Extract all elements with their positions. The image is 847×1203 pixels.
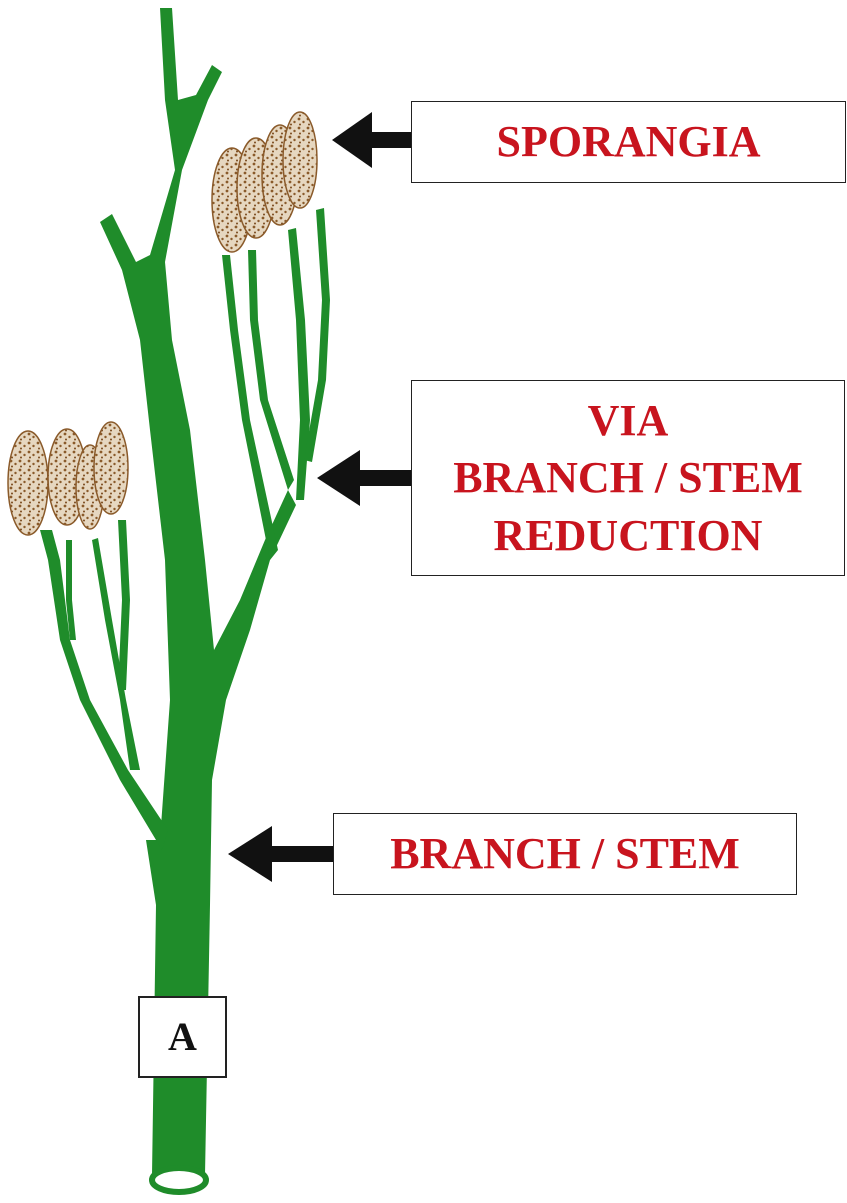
- sporangia-cluster-lower: [8, 422, 128, 535]
- arrow-branch-stem: [228, 826, 334, 882]
- via-reduction-label: VIA BRANCH / STEM REDUCTION: [411, 380, 845, 576]
- sporangium: [8, 431, 48, 535]
- sporangia-text: SPORANGIA: [496, 113, 760, 170]
- branch-stem-label: BRANCH / STEM: [333, 813, 797, 895]
- branch-stem-text: BRANCH / STEM: [390, 825, 740, 882]
- sporangia-cluster-upper: [212, 112, 317, 252]
- sporangia-label: SPORANGIA: [411, 101, 846, 183]
- stem-base-opening: [152, 1168, 206, 1192]
- arrow-via-reduction: [317, 450, 412, 506]
- sporangium: [94, 422, 128, 514]
- via-text-line2: BRANCH / STEM: [453, 449, 803, 506]
- sporangium: [283, 112, 317, 208]
- via-text-line1: VIA: [588, 392, 669, 449]
- left-branch-stalk-b: [118, 520, 130, 690]
- via-text-line3: REDUCTION: [494, 507, 763, 564]
- arrow-sporangia: [332, 112, 412, 168]
- figure-letter-label: A: [138, 996, 227, 1078]
- figure-letter-text: A: [168, 1011, 197, 1063]
